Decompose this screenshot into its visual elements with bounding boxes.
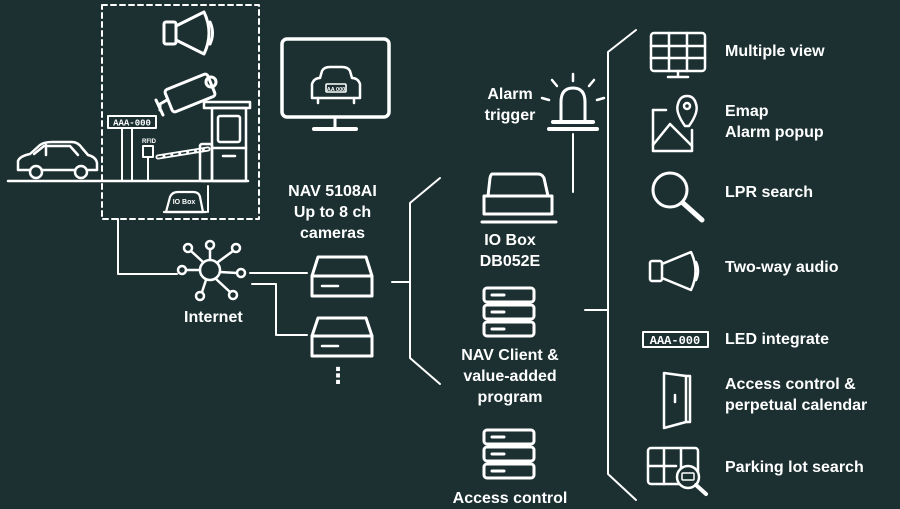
magnifier-icon	[651, 171, 705, 223]
barrier-gate-icon	[155, 142, 214, 183]
map-pin-icon	[651, 94, 698, 153]
feature-label: Multiple view	[725, 43, 825, 60]
alarm-trigger-label: Alarm trigger	[470, 84, 550, 126]
car-icon	[16, 140, 99, 180]
speaker-icon	[162, 10, 214, 56]
grid-view-icon	[649, 31, 707, 79]
connection-lines	[117, 133, 574, 336]
feature-label: LPR search	[725, 184, 814, 201]
feature-emap: Emap Alarm popup	[725, 101, 824, 143]
feature-label: Access control &	[725, 376, 856, 393]
feature-label: Parking lot search	[725, 459, 864, 476]
nav-line-2: Up to 8 ch	[293, 204, 372, 221]
alarm-line-2: trigger	[484, 107, 536, 124]
nav-client-label: NAV Client & value-added program	[440, 345, 580, 408]
megaphone-icon	[648, 250, 700, 292]
monitor-icon	[280, 37, 391, 131]
right-bracket	[584, 29, 637, 501]
alarm-line-1: Alarm	[487, 86, 533, 103]
feature-label: LED integrate	[725, 331, 830, 348]
monitor-plate-text: AA 000	[327, 87, 345, 93]
nvr-box-1-icon	[310, 255, 374, 298]
client-server-icon	[482, 286, 536, 338]
camera-icon	[154, 72, 218, 117]
more-nvr-ellipsis: ⋮	[327, 363, 349, 388]
left-bracket	[409, 177, 441, 385]
nvr-box-2-icon	[310, 316, 374, 358]
feature-label: perpetual calendar	[725, 397, 868, 414]
feature-parking-lot-search: Parking lot search	[725, 457, 864, 478]
io-box-line-2: DB052E	[479, 253, 541, 270]
io-box-db052e-label: IO Box DB052E	[460, 230, 560, 272]
feature-multiple-view: Multiple view	[725, 41, 825, 62]
led-sign-icon	[642, 331, 709, 348]
nav-line-3: cameras	[300, 225, 365, 242]
door-icon	[662, 371, 692, 430]
feature-led-integrate: LED integrate	[725, 329, 829, 350]
client-line-1: NAV Client &	[461, 347, 559, 364]
parking-scene: AAA-000 RFID IO Box	[6, 4, 260, 220]
feature-label: Two-way audio	[725, 259, 839, 276]
feature-label: Alarm popup	[725, 124, 824, 141]
io-box-icon	[480, 172, 558, 224]
io-box-line-1: IO Box	[484, 232, 536, 249]
feature-lpr-search: LPR search	[725, 182, 813, 203]
access-server-icon	[482, 428, 536, 480]
led-sign-pole	[107, 115, 157, 182]
plate-sign-text: AAA-000	[113, 119, 151, 129]
parking-search-icon	[646, 446, 708, 496]
scene-dashed-frame	[101, 4, 260, 220]
client-line-3: program	[477, 389, 543, 406]
small-io-box-text: IO Box	[173, 199, 196, 206]
feature-two-way-audio: Two-way audio	[725, 257, 838, 278]
feature-label: Emap	[725, 103, 769, 120]
alarm-light-icon	[540, 72, 606, 131]
nav-line-1: NAV 5108AI	[288, 183, 377, 200]
rfid-reader	[142, 145, 154, 182]
internet-icon	[176, 239, 247, 302]
nav-5108ai-label: NAV 5108AI Up to 8 ch cameras	[260, 181, 405, 244]
small-io-box-icon	[162, 190, 208, 214]
internet-label: Internet	[184, 309, 243, 326]
guard-booth-icon	[202, 100, 252, 183]
rfid-label: RFID	[142, 139, 157, 145]
led-sign-icon-text: AAA-000	[650, 334, 700, 348]
access-control-label: Access control	[452, 490, 568, 507]
client-line-2: value-added	[463, 368, 557, 385]
feature-access-control: Access control & perpetual calendar	[725, 374, 867, 416]
